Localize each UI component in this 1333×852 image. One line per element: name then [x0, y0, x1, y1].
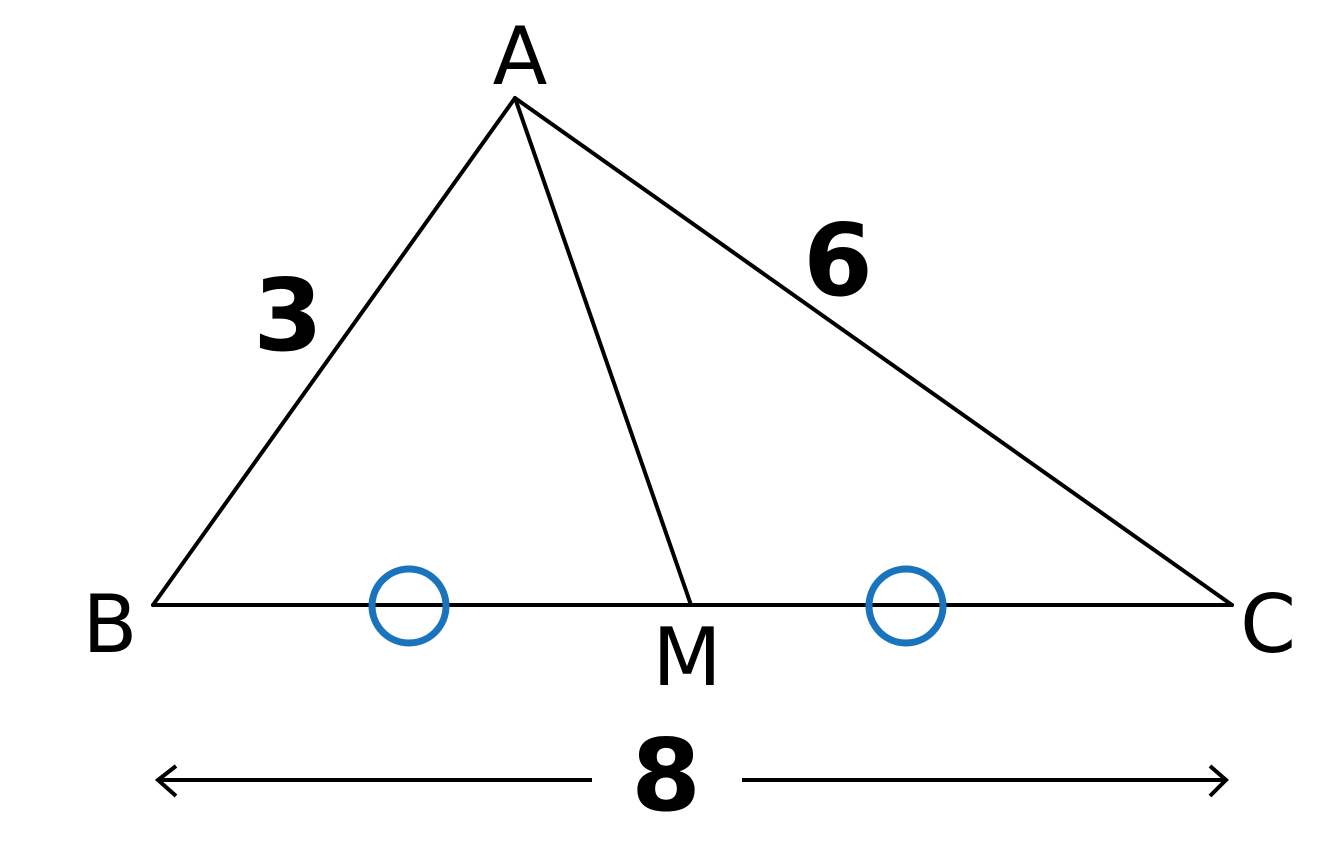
dimension-arrow-right-head [1208, 764, 1229, 798]
side-ac [513, 96, 1234, 607]
length-label-ac: 6 [803, 202, 873, 319]
vertex-label-m: M [652, 611, 721, 704]
vertex-label-c: C [1240, 578, 1296, 671]
length-label-bc: 8 [631, 717, 701, 834]
dimension-arrow-bc [154, 764, 1229, 798]
length-label-ab: 3 [253, 257, 323, 374]
side-ab [151, 96, 517, 607]
vertex-label-b: B [83, 578, 138, 671]
dimension-arrow-left-head [154, 764, 178, 798]
median-am [513, 96, 693, 607]
vertex-label-a: A [493, 10, 548, 103]
equal-mark-bm [368, 565, 450, 647]
equal-mark-mc [865, 565, 947, 647]
